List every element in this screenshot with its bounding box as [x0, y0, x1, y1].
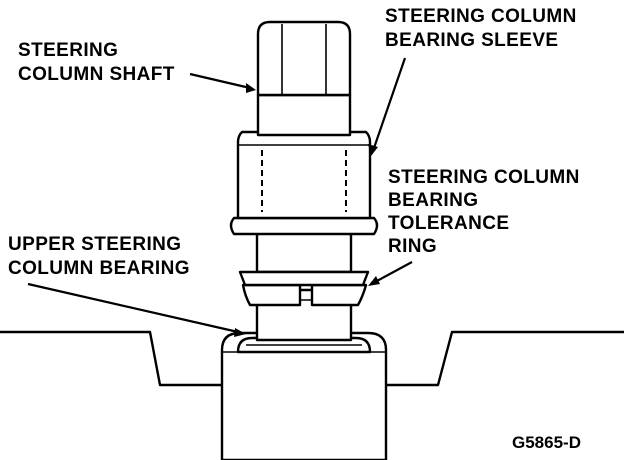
steering-column-shaft — [256, 20, 352, 137]
label-upper-bearing: UPPER STEERING COLUMN BEARING — [8, 234, 190, 279]
label-bearing-line1: UPPER STEERING — [8, 234, 181, 255]
label-ring-line4: RING — [388, 236, 437, 257]
tolerance-ring — [238, 270, 370, 307]
label-bearing-line2: COLUMN BEARING — [8, 258, 190, 279]
label-ring-line3: TOLERANCE — [388, 213, 509, 234]
label-tolerance-ring: STEERING COLUMN BEARING TOLERANCE RING — [388, 167, 580, 257]
label-sleeve: STEERING COLUMN BEARING SLEEVE — [385, 6, 577, 51]
upper-bearing — [236, 336, 372, 354]
label-ring-line2: BEARING — [388, 190, 478, 211]
label-shaft-line1: STEERING — [18, 40, 118, 61]
figure-id: G5865-D — [512, 433, 581, 452]
bearing-sleeve — [229, 130, 379, 236]
label-sleeve-line2: BEARING SLEEVE — [385, 30, 558, 51]
label-sleeve-line1: STEERING COLUMN — [385, 6, 577, 27]
label-shaft: STEERING COLUMN SHAFT — [18, 40, 175, 85]
leader-lines — [27, 57, 413, 337]
label-shaft-line2: COLUMN SHAFT — [18, 64, 175, 85]
label-ring-line1: STEERING COLUMN — [388, 167, 580, 188]
